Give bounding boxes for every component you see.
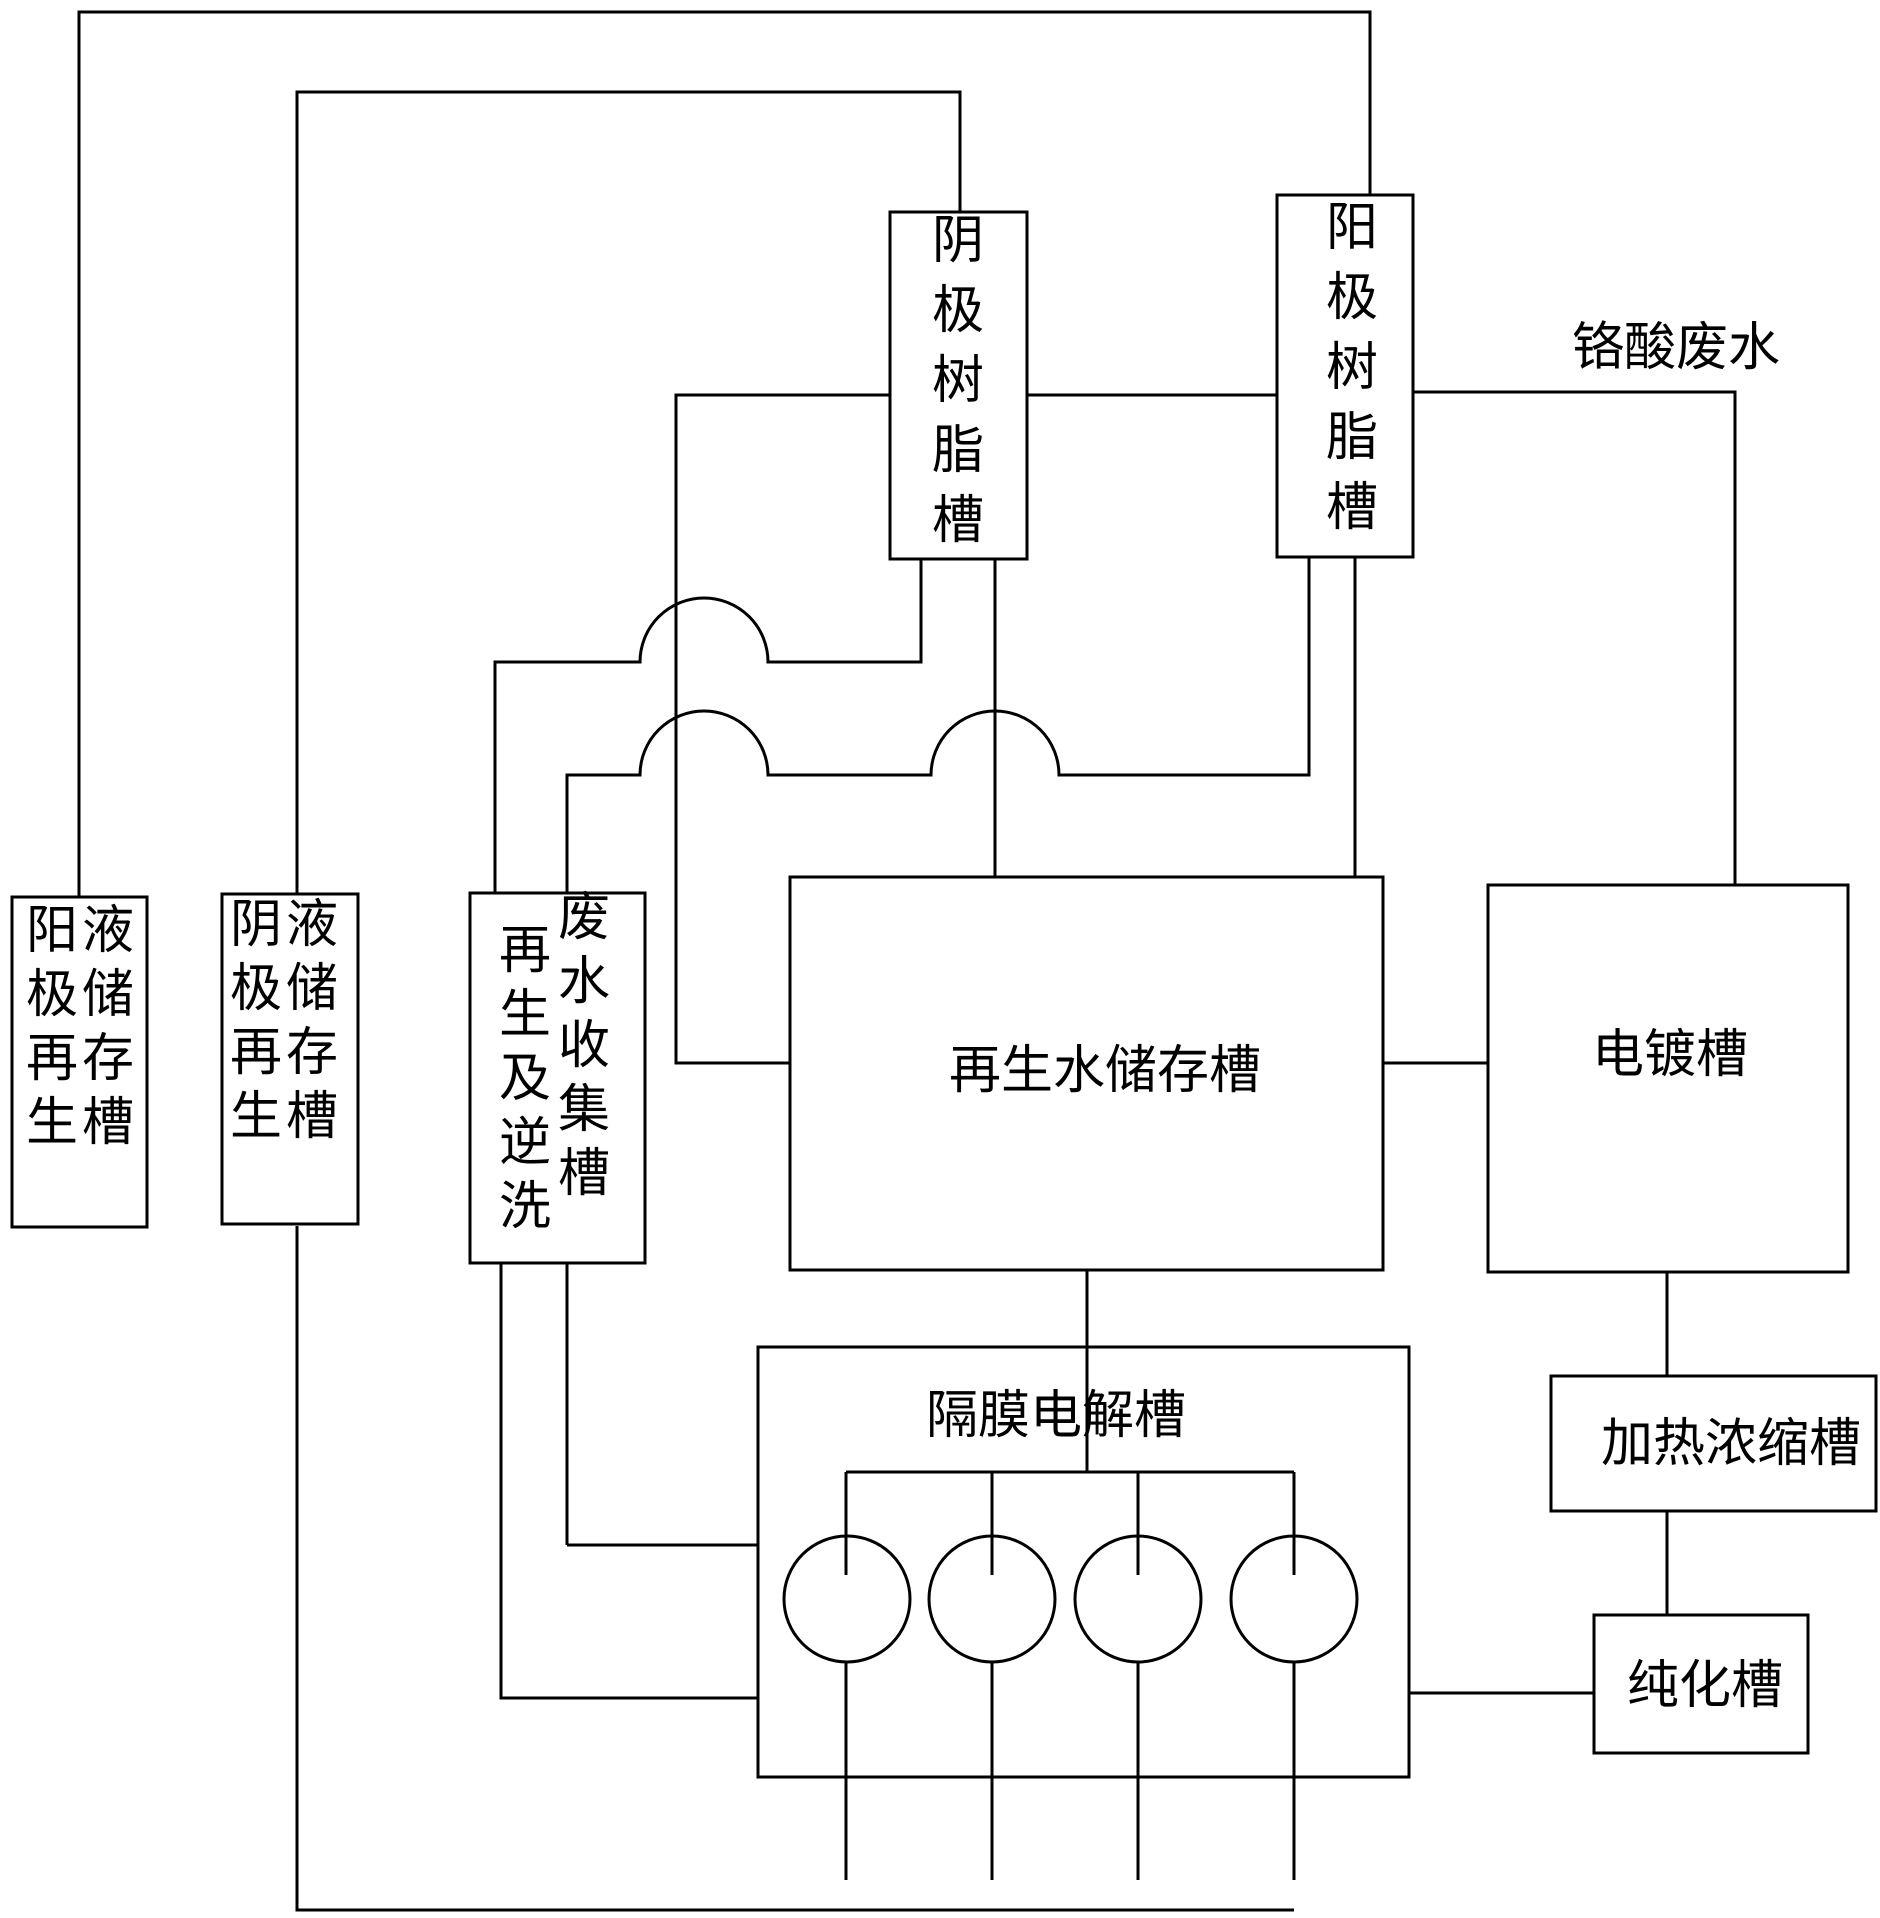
flow-cathode-resin-to-waste bbox=[493, 559, 923, 893]
cathode-resin-tank-box bbox=[888, 210, 1029, 561]
regen-water-storage-box bbox=[788, 875, 1385, 1272]
waste-collect-label: 废水收集槽 bbox=[558, 888, 610, 1204]
plating-tank-box bbox=[1486, 883, 1850, 1274]
diaphragm-tank-label: 隔膜电解槽 bbox=[926, 1386, 1186, 1446]
purify-tank-box bbox=[1592, 1613, 1810, 1755]
regen-backwash-label: 再生及逆洗 bbox=[499, 921, 551, 1237]
purify-tank-label: 纯化槽 bbox=[1627, 1656, 1783, 1716]
flow-anode-resin-to-waste bbox=[565, 557, 1311, 893]
flow-bottom-return-to-cathode-regen bbox=[295, 1226, 1294, 1912]
plating-tank-label: 电镀槽 bbox=[1592, 1025, 1748, 1085]
waste-collect-box bbox=[468, 891, 647, 1265]
flow-anode-regen-to-anode-resin bbox=[77, 10, 1372, 897]
flow-cathode-regen-to-cathode-resin bbox=[295, 90, 962, 894]
heat-concentrate-label: 加热浓缩槽 bbox=[1601, 1414, 1861, 1474]
flow-chromic-waste-in bbox=[1413, 390, 1737, 885]
regen-water-storage-label: 再生水储存槽 bbox=[949, 1041, 1261, 1101]
cathode-regen-storage-box bbox=[220, 892, 360, 1226]
flow-cathode-resin-to-regen-water bbox=[674, 393, 890, 1065]
cathode-resin-tank-label: 阴极树脂槽 bbox=[932, 211, 984, 551]
anode-resin-tank-label: 阳极树脂槽 bbox=[1326, 198, 1378, 538]
flow-waste-to-diaphragm-lower bbox=[499, 1264, 758, 1700]
heat-concentrate-box bbox=[1549, 1374, 1878, 1513]
anode-regen-storage-label: 阳极再生液储存槽 bbox=[26, 901, 134, 1153]
chromic-waste-label: 铬酸废水 bbox=[1572, 318, 1780, 378]
anode-resin-tank-box bbox=[1275, 193, 1415, 559]
cathode-regen-storage-label: 阴极再生液储存槽 bbox=[230, 895, 338, 1147]
